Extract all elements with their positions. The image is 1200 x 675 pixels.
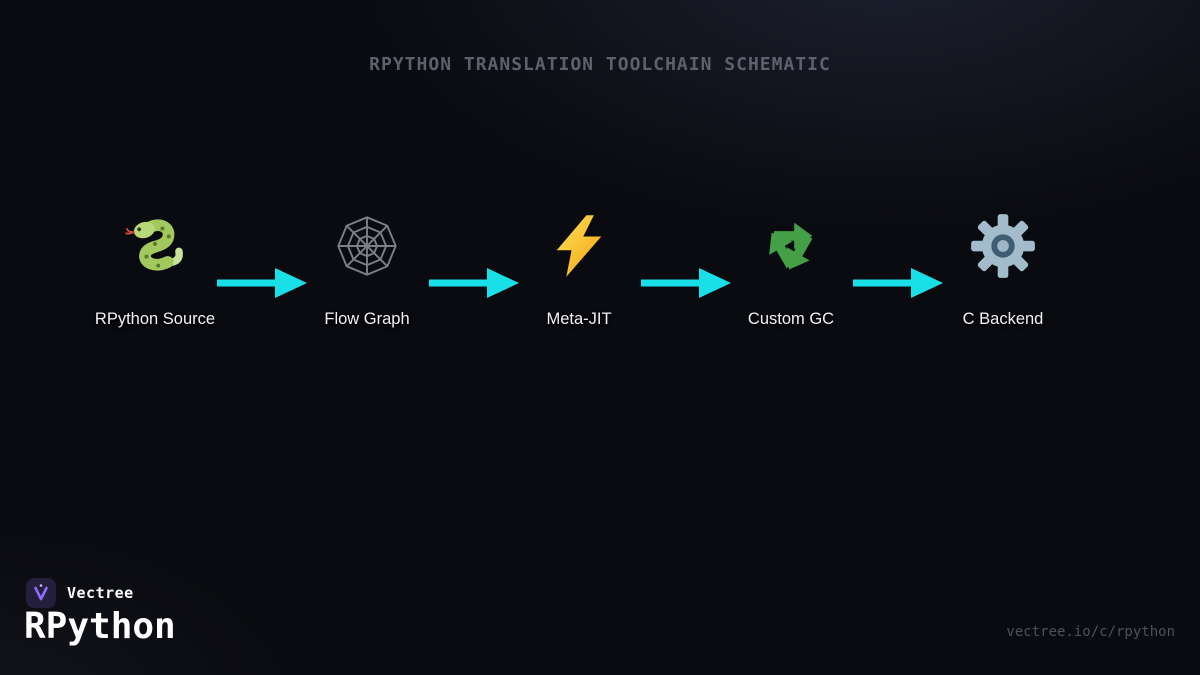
page-title: RPython — [24, 606, 176, 647]
stage-label: Flow Graph — [324, 310, 410, 328]
stage-label: RPython Source — [94, 310, 216, 328]
flow-arrow — [427, 268, 519, 298]
stage-custom-gc: Custom GC — [731, 212, 851, 329]
schematic-title: RPYTHON TRANSLATION TOOLCHAIN SCHEMATIC — [369, 54, 831, 75]
page-url: vectree.io/c/rpython — [1006, 624, 1175, 640]
vectree-logo — [26, 578, 56, 608]
toolchain-pipeline: RPython Source Flow Graph — [95, 212, 1063, 329]
recycle-icon — [757, 212, 825, 280]
stage-label: C Backend — [962, 310, 1044, 328]
stage-label: Meta-JIT — [546, 310, 612, 328]
stage-flow-graph: Flow Graph — [307, 212, 427, 329]
snake-icon — [121, 212, 189, 280]
flow-arrow — [639, 268, 731, 298]
flow-arrow — [851, 268, 943, 298]
stage-label: Custom GC — [747, 310, 835, 328]
stage-meta-jit: Meta-JIT — [519, 212, 639, 329]
flow-arrow — [215, 268, 307, 298]
brand-name: Vectree — [67, 584, 134, 602]
brand-row: Vectree — [26, 578, 134, 608]
lightning-icon — [545, 212, 613, 280]
spider-web-icon — [333, 212, 401, 280]
gear-icon — [969, 212, 1037, 280]
stage-rpython-source: RPython Source — [95, 212, 215, 329]
stage-c-backend: C Backend — [943, 212, 1063, 329]
